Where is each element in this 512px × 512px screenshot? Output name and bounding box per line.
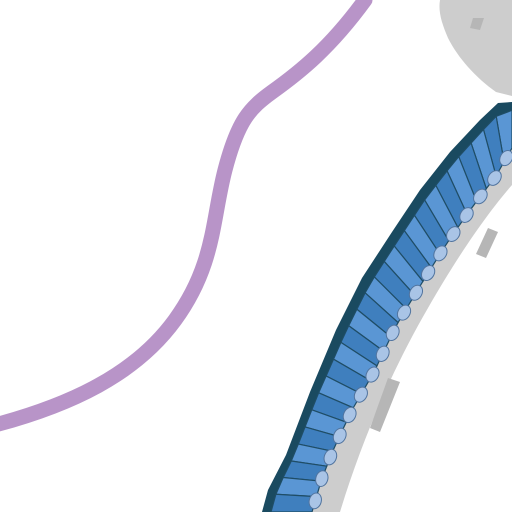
stop-markers [308, 150, 512, 510]
stop-marker [353, 386, 368, 403]
stop-marker [375, 345, 390, 362]
stop-marker [385, 324, 400, 342]
stop-marker [408, 284, 424, 301]
road-lane-markings [370, 18, 498, 432]
track-band [262, 102, 512, 512]
stop-marker [487, 170, 502, 186]
road-marking [370, 378, 400, 432]
stop-marker [499, 150, 512, 167]
road-band-diagonal [312, 138, 512, 512]
stop-marker [332, 427, 347, 445]
stop-marker [365, 366, 380, 383]
stop-marker [433, 245, 448, 262]
road [312, 0, 512, 512]
track-segment [270, 493, 318, 512]
stop-marker [446, 226, 461, 242]
road-marking [476, 228, 498, 258]
stop-marker [342, 406, 357, 424]
stop-marker [323, 448, 338, 466]
stop-marker [308, 492, 322, 510]
boundary-line [0, 0, 373, 432]
stop-marker [315, 470, 329, 487]
stop-marker [420, 265, 436, 281]
stop-marker [396, 304, 412, 321]
road-blob-top-right [439, 0, 512, 96]
stop-marker [459, 207, 474, 223]
road-marking [470, 18, 484, 30]
stop-marker [473, 188, 488, 205]
